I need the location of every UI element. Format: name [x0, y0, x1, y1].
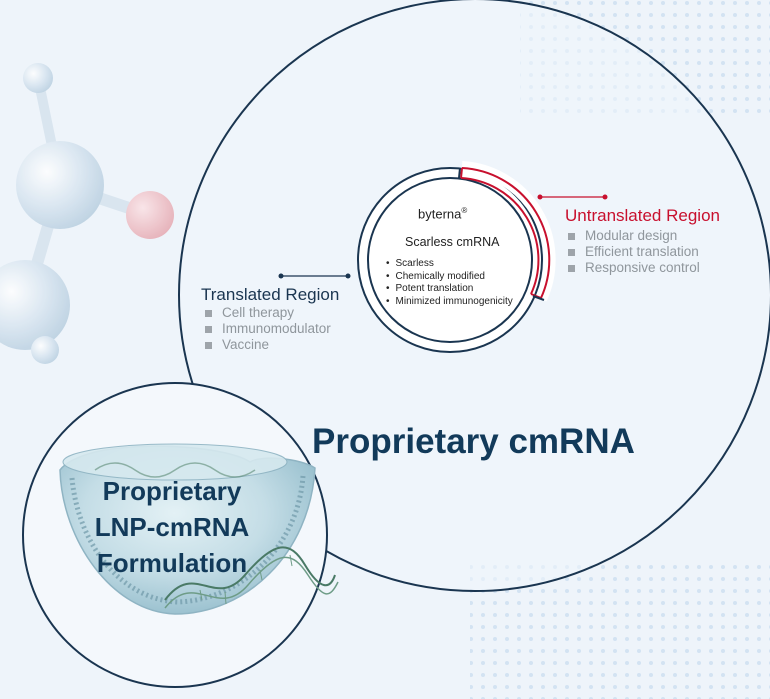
list-item: Efficient translation — [568, 244, 700, 260]
mrna-strand-icon — [164, 546, 339, 609]
untranslated-connector — [537, 194, 608, 200]
square-bullet-icon — [205, 325, 212, 333]
lnp-title-line: LNP-cmRNA — [94, 512, 250, 542]
lnp-title: Proprietary LNP-cmRNA Formulation — [72, 473, 272, 581]
main-title: Proprietary cmRNA — [312, 422, 635, 461]
molecule-icon — [0, 63, 174, 364]
bullet-item: Potent translation — [386, 283, 513, 296]
lnp-title-line: Formulation — [96, 548, 248, 578]
byterna-brand: byterna® — [418, 206, 467, 221]
list-item: Modular design — [568, 228, 700, 244]
bullet-item: Chemically modified — [386, 271, 513, 284]
list-item: Responsive control — [568, 260, 700, 276]
translated-connector — [278, 273, 351, 279]
translated-region-title: Translated Region — [201, 285, 340, 304]
untranslated-region-list: Modular design Efficient translation Res… — [568, 228, 700, 276]
lipid-nanoparticle-icon — [59, 443, 316, 615]
brand-name: byterna — [418, 206, 462, 222]
translated-region-list: Cell therapy Immunomodulator Vaccine — [205, 305, 331, 353]
untranslated-region-title: Untranslated Region — [565, 206, 720, 225]
bullet-item: Scarless — [386, 258, 513, 271]
square-bullet-icon — [205, 309, 212, 317]
list-item: Immunomodulator — [205, 321, 331, 337]
list-item: Vaccine — [205, 337, 331, 353]
inner-subtitle: Scarless cmRNA — [405, 235, 500, 249]
lnp-title-line: Proprietary — [102, 476, 242, 506]
feature-bullets: Scarless Chemically modified Potent tran… — [386, 258, 513, 308]
square-bullet-icon — [205, 341, 212, 349]
list-item: Cell therapy — [205, 305, 331, 321]
registered-mark: ® — [461, 206, 468, 215]
square-bullet-icon — [568, 248, 575, 256]
square-bullet-icon — [568, 264, 575, 272]
bullet-item: Minimized immunogenicity — [386, 296, 513, 309]
square-bullet-icon — [568, 232, 575, 240]
